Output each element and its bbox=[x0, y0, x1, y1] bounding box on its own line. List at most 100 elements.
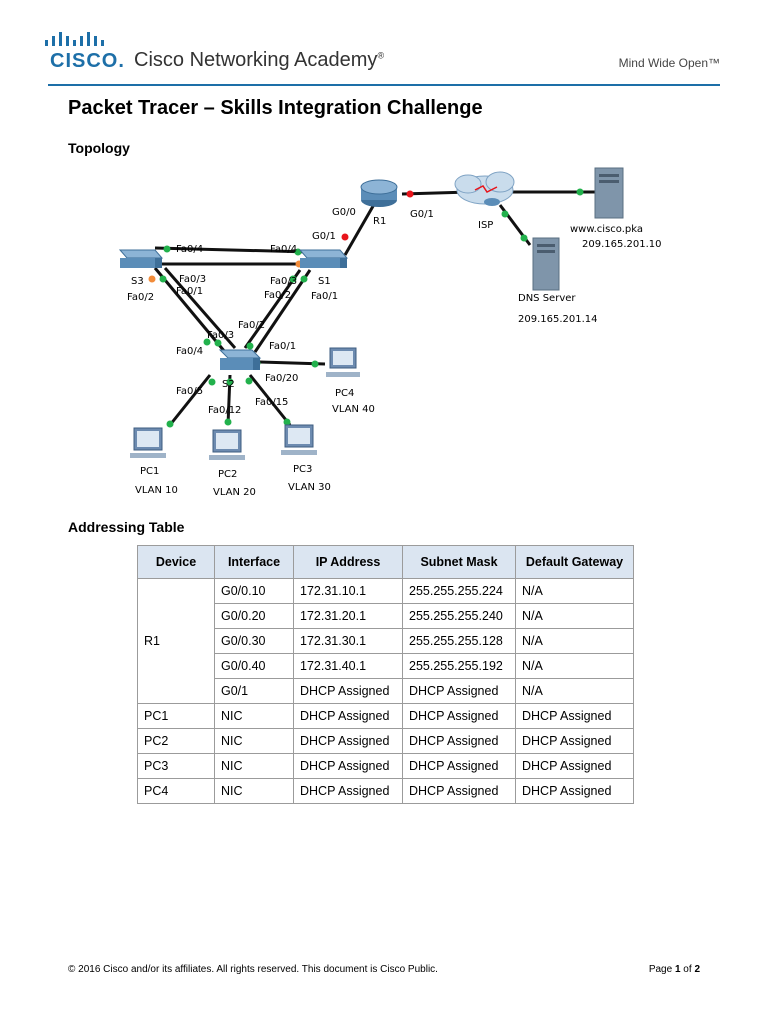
link-s2-pc3 bbox=[248, 374, 292, 426]
header-divider bbox=[48, 84, 720, 86]
link-s3-s2-fa01 bbox=[163, 267, 237, 349]
footer-page-number: Page 1 of 2 bbox=[649, 964, 700, 975]
status-dot-s3-fa01 bbox=[159, 275, 167, 283]
status-dot-s1-fa01 bbox=[300, 275, 308, 283]
page-current: 1 bbox=[674, 964, 681, 975]
switch-s3-icon bbox=[118, 249, 164, 268]
vlan-label-pc3: VLAN 30 bbox=[288, 482, 331, 493]
isp-cloud-icon bbox=[454, 171, 515, 206]
status-dot-r1-g01 bbox=[406, 190, 414, 198]
ip-address-cell: 172.31.40.1 bbox=[293, 653, 403, 679]
cisco-logo-bars-icon bbox=[45, 32, 104, 46]
port-label-s2-fa05: Fa0/5 bbox=[176, 386, 203, 397]
device-label-pc2: PC2 bbox=[218, 469, 237, 480]
status-dot-s2-fa05 bbox=[208, 378, 216, 386]
web-server-icon bbox=[594, 167, 624, 219]
page-of: of bbox=[680, 964, 695, 975]
default-gateway-cell: DHCP Assigned bbox=[515, 753, 634, 779]
port-label-s3-fa02: Fa0/2 bbox=[127, 292, 154, 303]
device-label-s1: S1 bbox=[318, 276, 331, 287]
default-gateway-cell: N/A bbox=[515, 653, 634, 679]
brand-name-text: Cisco Networking Academy bbox=[134, 49, 378, 71]
link-s2-pc1 bbox=[168, 374, 212, 426]
topology-diagram: G0/0 G0/1 G0/1 Fa0/4 Fa0/4 Fa0/3 Fa0/1 F… bbox=[118, 167, 662, 498]
subnet-mask-cell: 255.255.255.240 bbox=[402, 603, 516, 629]
ip-address-cell: DHCP Assigned bbox=[293, 703, 403, 729]
page-header: CISCO. Cisco Networking Academy® Mind Wi… bbox=[0, 0, 768, 90]
link-status-dots bbox=[148, 188, 584, 428]
device-label-web-server: www.cisco.pka bbox=[570, 224, 643, 235]
pc3-icon bbox=[281, 424, 317, 455]
registered-mark: ® bbox=[377, 50, 385, 61]
device-label-r1: R1 bbox=[373, 216, 386, 227]
device-label-s3: S3 bbox=[131, 276, 144, 287]
ip-address-cell: DHCP Assigned bbox=[293, 678, 403, 704]
interface-cell: NIC bbox=[214, 728, 294, 754]
column-header-default-gateway: Default Gateway bbox=[515, 545, 634, 579]
link-s1-s2-fa01 bbox=[253, 269, 312, 353]
ip-address-cell: 172.31.30.1 bbox=[293, 628, 403, 654]
interface-cell: G0/0.30 bbox=[214, 628, 294, 654]
status-dot-s2-fa012 bbox=[226, 378, 234, 386]
addressing-table-heading: Addressing Table bbox=[68, 519, 185, 535]
status-dot-s3-fa04 bbox=[163, 245, 171, 253]
page-total: 2 bbox=[694, 964, 700, 975]
switch-s2-icon bbox=[218, 349, 262, 370]
default-gateway-cell: N/A bbox=[515, 678, 634, 704]
port-label-s2-fa01: Fa0/1 bbox=[269, 341, 296, 352]
interface-cell: G0/1 bbox=[214, 678, 294, 704]
port-label-s2-fa012: Fa0/12 bbox=[208, 405, 241, 416]
ip-address-cell: DHCP Assigned bbox=[293, 778, 403, 804]
table-row: R1 G0/0.10 172.31.10.1 255.255.255.224 N… bbox=[137, 578, 634, 704]
column-header-subnet-mask: Subnet Mask bbox=[402, 545, 516, 579]
device-cell: PC2 bbox=[137, 728, 215, 754]
subnet-mask-cell: 255.255.255.224 bbox=[402, 578, 516, 604]
default-gateway-cell: DHCP Assigned bbox=[515, 778, 634, 804]
ip-address-cell: 172.31.20.1 bbox=[293, 603, 403, 629]
port-label-r1-g01: G0/1 bbox=[410, 209, 434, 220]
device-cell: PC1 bbox=[137, 703, 215, 729]
device-label-s2: S2 bbox=[222, 379, 235, 390]
link-s3-s2-fa02 bbox=[153, 267, 227, 353]
vlan-label-pc4: VLAN 40 bbox=[332, 404, 375, 415]
interface-cell: G0/0.40 bbox=[214, 653, 294, 679]
status-dot-s3-fa03 bbox=[148, 275, 156, 283]
device-label-pc4: PC4 bbox=[335, 388, 354, 399]
router-r1-icon bbox=[360, 179, 398, 207]
addressing-table: Device Interface IP Address Subnet Mask … bbox=[137, 545, 634, 804]
pc4-icon bbox=[326, 347, 360, 377]
brand-name: Cisco Networking Academy® bbox=[134, 49, 384, 72]
port-label-s3-fa01: Fa0/1 bbox=[176, 286, 203, 297]
device-label-web-server-ip: 209.165.201.10 bbox=[582, 239, 662, 250]
default-gateway-cell: N/A bbox=[515, 603, 634, 629]
table-row: PC2 NIC DHCP Assigned DHCP Assigned DHCP… bbox=[137, 728, 634, 754]
port-label-s2-fa03: Fa0/3 bbox=[207, 330, 234, 341]
dns-server-icon bbox=[532, 237, 560, 291]
status-dot-dns bbox=[520, 234, 528, 242]
switch-s1-icon bbox=[298, 249, 349, 268]
port-label-s2-fa02: Fa0/2 bbox=[238, 320, 265, 331]
interface-cell: G0/0.10 bbox=[214, 578, 294, 604]
ip-address-cell: 172.31.10.1 bbox=[293, 578, 403, 604]
table-row: PC4 NIC DHCP Assigned DHCP Assigned DHCP… bbox=[137, 778, 634, 804]
cisco-wordmark: CISCO. bbox=[50, 50, 125, 72]
default-gateway-cell: DHCP Assigned bbox=[515, 728, 634, 754]
table-row: G0/0.40 172.31.40.1 255.255.255.192 N/A bbox=[138, 653, 634, 679]
status-dot-s2-fa015 bbox=[245, 377, 253, 385]
port-label-s1-fa04: Fa0/4 bbox=[270, 244, 297, 255]
interface-cell: NIC bbox=[214, 778, 294, 804]
interface-cell: NIC bbox=[214, 703, 294, 729]
status-dot-web bbox=[576, 188, 584, 196]
vlan-label-pc2: VLAN 20 bbox=[213, 487, 256, 498]
device-label-pc1: PC1 bbox=[140, 466, 159, 477]
device-label-dns-server: DNS Server bbox=[518, 293, 576, 304]
status-dot-s2-fa03 bbox=[214, 339, 222, 347]
column-header-device: Device bbox=[137, 545, 215, 579]
subnet-mask-cell: DHCP Assigned bbox=[402, 678, 516, 704]
page-prefix: Page bbox=[648, 964, 675, 975]
default-gateway-cell: N/A bbox=[515, 628, 634, 654]
status-dot-pc4 bbox=[311, 360, 319, 368]
port-label-r1-g00: G0/0 bbox=[332, 207, 356, 218]
interface-cell: G0/0.20 bbox=[214, 603, 294, 629]
status-dot-pc2 bbox=[224, 418, 232, 426]
